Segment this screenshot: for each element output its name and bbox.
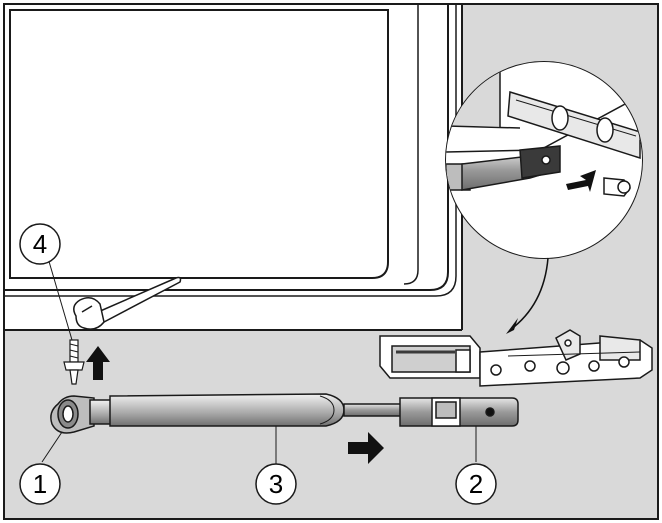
callout-4-label: 4	[33, 229, 47, 259]
direction-arrow-icon	[348, 432, 384, 464]
callout-3: 3	[255, 463, 297, 505]
up-arrow-icon	[86, 346, 110, 380]
callout-2: 2	[455, 463, 497, 505]
callout-1-leader	[41, 431, 63, 463]
callout-2-label: 2	[469, 469, 483, 499]
hinge-bracket	[479, 329, 653, 387]
callout-4-leader	[47, 257, 73, 341]
callout-3-label: 3	[269, 469, 283, 499]
screw-icon	[63, 339, 85, 385]
push-arrow-icon	[566, 170, 596, 192]
callout-4: 4	[19, 223, 61, 265]
wrench-icon	[73, 276, 182, 330]
bottom-hinge	[379, 335, 481, 379]
appliance-door	[5, 5, 462, 331]
curved-pointer-arrow-icon	[506, 257, 549, 334]
callout-1-label: 1	[33, 469, 47, 499]
door-damper	[50, 393, 519, 434]
magnified-detail	[445, 61, 643, 259]
callout-1: 1	[19, 463, 61, 505]
